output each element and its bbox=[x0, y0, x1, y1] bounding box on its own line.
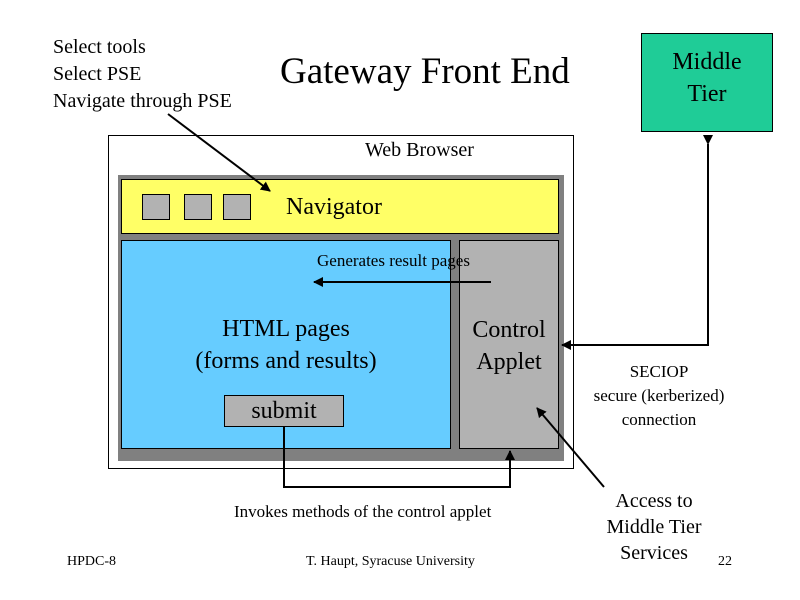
navigator-label: Navigator bbox=[286, 194, 382, 220]
footer-left: HPDC-8 bbox=[67, 554, 117, 569]
middle-tier-box: Middle Tier bbox=[641, 33, 773, 132]
control-applet-label-line2: Applet bbox=[476, 349, 542, 375]
middle-tier-label-line2: Tier bbox=[687, 80, 727, 107]
note-select-tools: Select tools bbox=[53, 36, 146, 58]
seciop-line2: secure (kerberized) bbox=[593, 386, 725, 405]
seciop-line1: SECIOP bbox=[629, 362, 689, 381]
middle-tier-label-line1: Middle bbox=[672, 48, 742, 75]
html-pages-label-line1: HTML pages bbox=[222, 316, 350, 342]
access-line1: Access to bbox=[615, 490, 693, 512]
html-pages-label: HTML pages (forms and results) bbox=[121, 313, 451, 377]
submit-button[interactable]: submit bbox=[224, 395, 344, 427]
arrow-middle-tier-link bbox=[561, 135, 713, 350]
note-select-pse: Select PSE bbox=[53, 63, 142, 85]
slide-title: Gateway Front End bbox=[280, 51, 570, 92]
seciop-line3: connection bbox=[621, 410, 697, 429]
footer-page-number: 22 bbox=[718, 554, 732, 569]
instruction-notes: Select tools Select PSE Navigate through… bbox=[53, 34, 232, 115]
seciop-connection-label: SECIOP secure (kerberized) connection bbox=[573, 360, 745, 432]
control-applet-label-line1: Control bbox=[472, 317, 546, 343]
access-middle-tier-label: Access to Middle Tier Services bbox=[584, 488, 724, 566]
generates-result-pages-label: Generates result pages bbox=[317, 251, 470, 270]
html-pages-label-line2: (forms and results) bbox=[195, 348, 377, 374]
navigator-button-2[interactable] bbox=[184, 194, 212, 220]
note-navigate-pse: Navigate through PSE bbox=[53, 90, 232, 112]
footer-center: T. Haupt, Syracuse University bbox=[306, 554, 475, 569]
invokes-methods-label: Invokes methods of the control applet bbox=[234, 502, 492, 521]
navigator-button-3[interactable] bbox=[223, 194, 251, 220]
access-line2: Middle Tier bbox=[606, 516, 702, 538]
access-line3: Services bbox=[620, 542, 688, 564]
navigator-button-1[interactable] bbox=[142, 194, 170, 220]
web-browser-label: Web Browser bbox=[365, 139, 474, 161]
control-applet-label: Control Applet bbox=[459, 314, 559, 378]
